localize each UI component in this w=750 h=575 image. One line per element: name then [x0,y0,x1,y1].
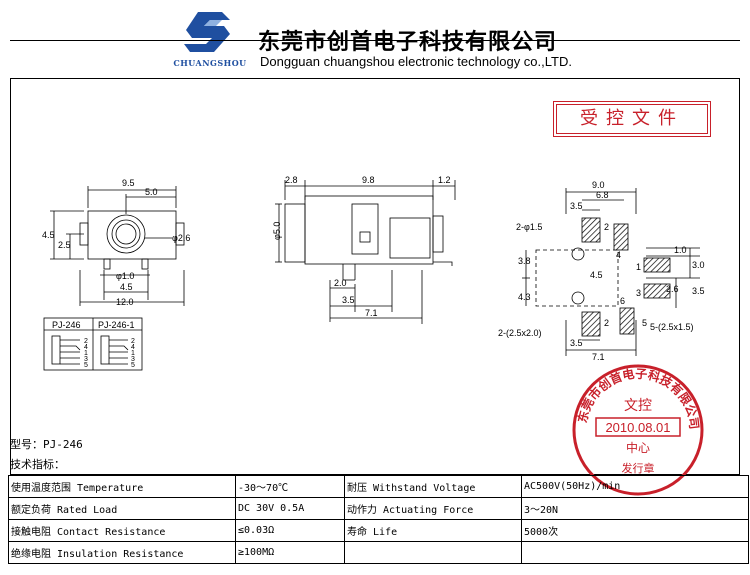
spec-label: 寿命 Life [344,519,522,542]
dim-pcb-left-a: 3.8 [518,256,531,266]
pin-number: 3 [131,356,135,363]
drawing-frame [10,78,740,475]
dim-pcb-row1: 1.0 [674,245,687,255]
pin-number: 1 [84,350,88,357]
variant-schematics [43,317,143,371]
stamp-bottom: 发行章 [622,461,655,475]
dim-front-height: 4.5 [42,230,55,240]
dim-pcb-inner: 6.8 [596,190,609,200]
pin-number: 5 [131,362,135,369]
stamp-title: 文控 [624,398,652,414]
approval-stamp: 东莞市创首电子科技有限公司 文控 2010.08.01 中心 发行章 [572,364,704,496]
spec-value: 5000次 [521,519,749,542]
stamp-center: 中心 [626,440,650,455]
pin-number: 5 [84,362,88,369]
spec-label: 绝缘电阻 Insulation Resistance [8,541,236,564]
logo-wordmark: CHUANGSHOU [173,58,247,68]
pad-label: 2 [604,222,609,232]
dim-front-offset: 5.0 [145,187,158,197]
spec-label: 动作力 Actuating Force [344,497,522,520]
dim-pcb-pad-v: 3.5 [692,286,705,296]
spec-value: ≥100MΩ [235,541,345,564]
model-line: 型号：PJ-246 [10,436,83,452]
spec-table: 使用温度范围 Temperature -30～70℃ 耐压 Withstand … [8,475,749,564]
dim-side-body: 9.8 [362,175,375,185]
table-row: 绝缘电阻 Insulation Resistance ≥100MΩ [8,541,749,564]
model-value: PJ-246 [43,438,83,451]
variant-1-label: PJ-246 [52,320,81,330]
spec-label [344,541,522,564]
pad-note-a: 2-(2.5x2.0) [498,328,542,338]
dim-side-diameter: φ5.0 [272,222,282,240]
spec-label: 额定负荷 Rated Load [8,497,236,520]
pad-label: 3 [636,288,641,298]
company-name-cn: 东莞市创首电子科技有限公司 [258,29,558,55]
spec-value: DC 30V 0.5A [235,497,345,520]
dim-pcb-bottom-b: 7.1 [592,352,605,362]
dim-front-pin-span: 4.5 [120,282,133,292]
header-rule [10,40,740,41]
table-row: 使用温度范围 Temperature -30～70℃ 耐压 Withstand … [8,475,749,498]
spec-value: AC500V(50Hz)/min [521,475,749,498]
stamp-date: 2010.08.01 [605,420,670,435]
spec-label: 使用温度范围 Temperature [8,475,236,498]
variant-2-label: PJ-246-1 [98,320,135,330]
pad-label: 1 [636,262,641,272]
front-view [50,186,185,306]
dim-pcb-pad-h: 2.6 [666,284,679,294]
pcb-pads [581,217,671,337]
dim-pcb-holes: 2-φ1.5 [516,222,542,232]
dim-pcb-bottom-a: 3.5 [570,338,583,348]
pad-label: 6 [620,296,625,306]
dim-pcb-row2: 3.0 [692,260,705,270]
pin-number: 2 [131,338,135,345]
pin-number: 3 [84,356,88,363]
company-name-en: Dongguan chuangshou electronic technolog… [260,54,572,69]
spec-value [521,541,749,564]
dim-front-inner: 2.5 [58,240,71,250]
pad-label: 5 [642,318,647,328]
spec-value: 3～20N [521,497,749,520]
pcb-layout [522,188,700,356]
model-label: 型号： [10,438,43,451]
spec-value: ≤0.03Ω [235,519,345,542]
side-view [275,180,456,324]
pin-number: 1 [131,350,135,357]
pin-number: 4 [84,344,88,351]
spec-value: -30～70℃ [235,475,345,498]
table-row: 接触电阻 Contact Resistance ≤0.03Ω 寿命 Life 5… [8,519,749,542]
dim-side-bottom-b: 3.5 [342,295,355,305]
dim-side-bottom-c: 7.1 [365,308,378,318]
pad-note-b: 5-(2.5x1.5) [650,322,694,332]
dim-side-left: 2.8 [285,175,298,185]
table-row: 额定负荷 Rated Load DC 30V 0.5A 动作力 Actuatin… [8,497,749,520]
dim-pcb-top: 9.0 [592,180,605,190]
dim-front-pin: φ1.0 [116,271,134,281]
pin-number: 4 [131,344,135,351]
company-logo [170,6,250,68]
dim-pcb-center: 4.5 [590,270,603,280]
dim-pcb-gap: 3.5 [570,201,583,211]
dim-pcb-left-b: 4.3 [518,292,531,302]
dim-front-base: 12.0 [116,297,134,307]
dim-front-hole: φ2.6 [172,233,190,243]
pad-label: 4 [616,250,621,260]
spec-heading: 技术指标： [10,458,65,471]
pin-number: 2 [84,338,88,345]
pad-label: 2 [604,318,609,328]
controlled-document-stamp: 受控文件 [553,101,711,137]
dim-side-tip: 1.2 [438,175,451,185]
dim-side-bottom-a: 2.0 [334,278,347,288]
dim-front-width: 9.5 [122,178,135,188]
spec-label: 耐压 Withstand Voltage [344,475,522,498]
spec-label: 接触电阻 Contact Resistance [8,519,236,542]
